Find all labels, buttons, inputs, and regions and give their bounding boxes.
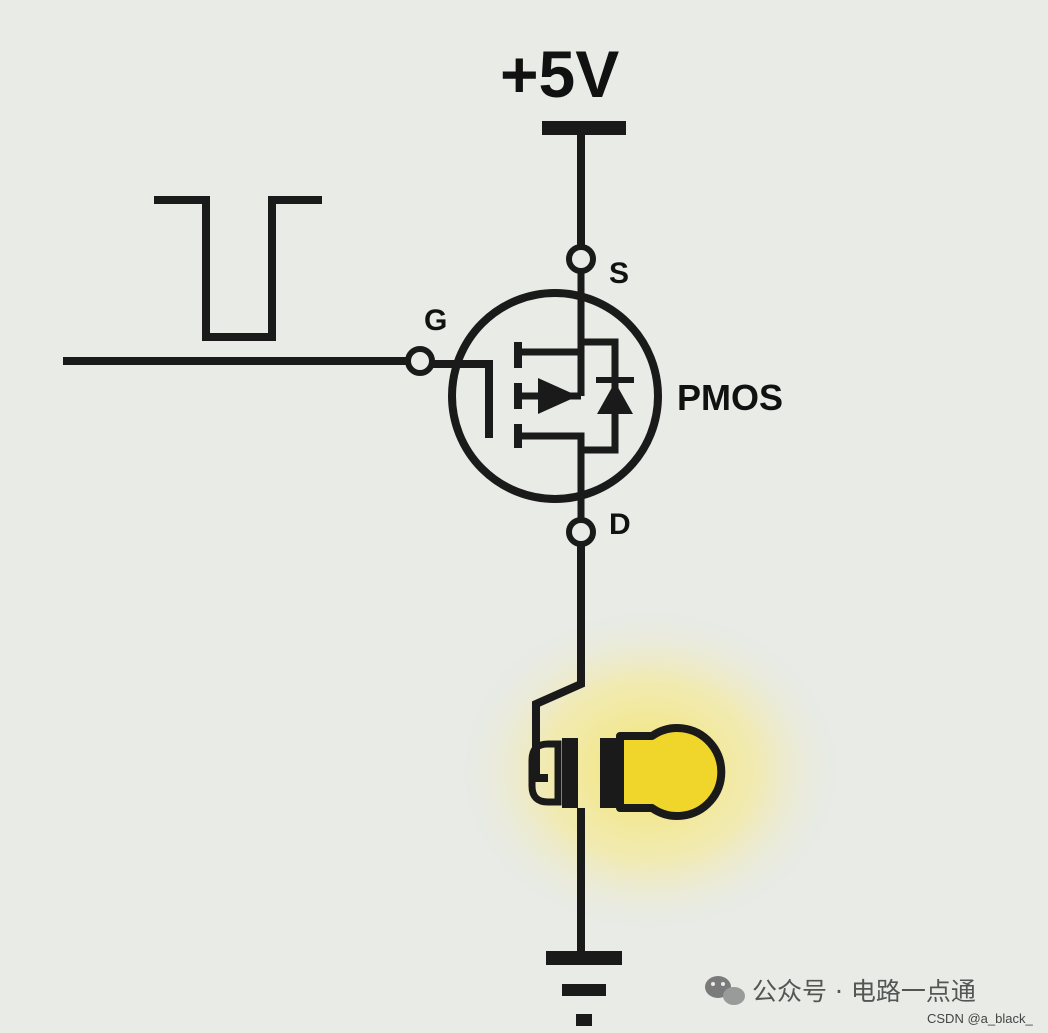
source-terminal — [566, 244, 596, 274]
bulb-glass — [616, 724, 726, 820]
drain-to-bulb-wire — [532, 544, 585, 782]
watermark-account: 公众号 · 电路一点通 — [752, 977, 976, 1006]
supply-label: +5V — [500, 37, 619, 111]
channel-arrow-icon — [538, 378, 578, 414]
wechat-icon — [705, 976, 745, 1005]
mosfet-body — [448, 289, 662, 503]
bulb-base-plate — [562, 738, 578, 808]
ground-bar-middle — [562, 984, 606, 996]
credit-text: CSDN @a_black_ — [927, 1011, 1033, 1026]
gate-lead — [432, 360, 493, 438]
drain-terminal — [566, 517, 596, 547]
ground-bar-top — [546, 951, 622, 965]
bulb-base-plate — [600, 738, 616, 808]
drain-connection — [518, 432, 585, 519]
ground-bar-bottom — [576, 1014, 592, 1026]
gate-pulse-waveform — [154, 196, 322, 341]
gate-label: G — [424, 304, 447, 337]
source-connection — [518, 271, 585, 356]
device-label: PMOS — [677, 377, 783, 418]
drain-label: D — [609, 508, 631, 541]
bulb-contact — [528, 740, 562, 806]
source-label: S — [609, 257, 629, 290]
body-diode-icon — [597, 382, 633, 414]
gate-terminal — [405, 346, 435, 376]
